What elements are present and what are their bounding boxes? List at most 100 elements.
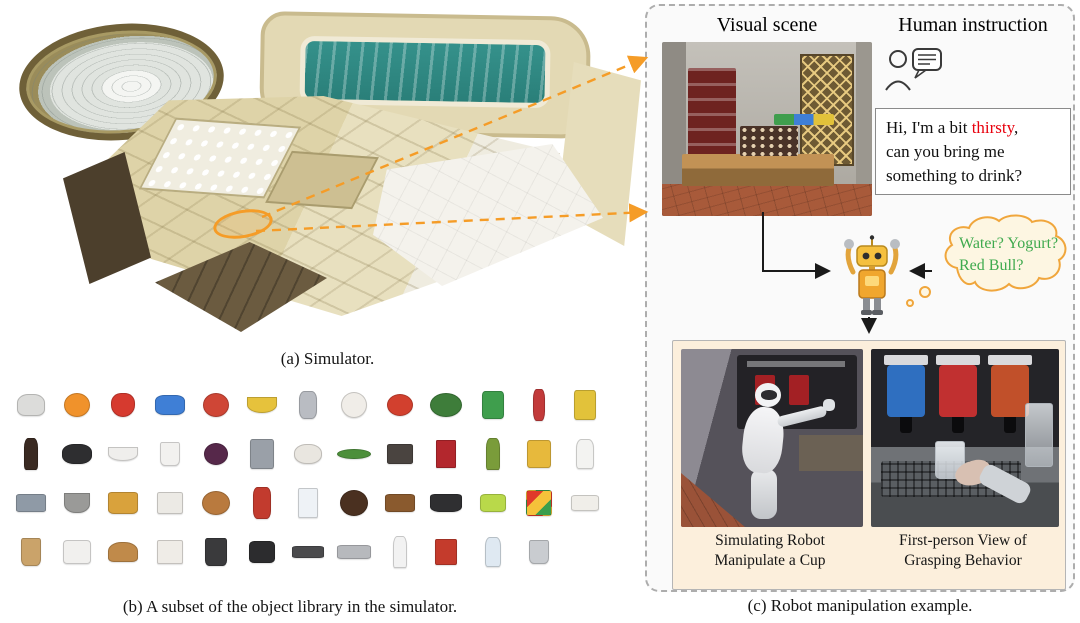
instruction-box: Hi, I'm a bit thirsty, can you bring me …: [875, 108, 1071, 196]
simulator-pool: [299, 35, 551, 109]
thought-text: Water? Yogurt? Red Bull?: [935, 212, 1073, 298]
object-item: [246, 396, 277, 413]
object-item: [108, 446, 139, 461]
scene-tile-floor: [662, 184, 872, 216]
object-item: [525, 489, 552, 516]
object-item: [532, 388, 545, 421]
nozzle-1: [900, 417, 912, 433]
object-item: [436, 439, 457, 468]
robot-manipulation-panel: Visual scene Human instruction Hi, I'm a…: [645, 4, 1075, 592]
nozzle-3: [1004, 417, 1016, 433]
thought-trail-bubble-large: [919, 286, 931, 298]
manipulation-examples-panel: Simulating Robot Manipulate a Cup First-…: [672, 340, 1066, 590]
robot-legs: [751, 469, 777, 519]
dispenser-cap-2: [936, 355, 980, 365]
robot-head: [755, 383, 781, 407]
dispenser-red: [939, 365, 977, 417]
thought-bubble: Water? Yogurt? Red Bull?: [935, 212, 1073, 298]
object-item: [204, 537, 227, 566]
object-item: [435, 538, 458, 565]
caption-b: (b) A subset of the object library in th…: [122, 597, 458, 616]
scene-right-wall: [856, 42, 872, 216]
object-item: [430, 392, 463, 417]
golden-lattice-screen: [800, 54, 854, 166]
caption-a: (a) Simulator.: [280, 349, 375, 368]
left-caption-line1: Simulating Robot: [715, 532, 825, 549]
drink-boxes: [774, 114, 834, 125]
object-item: [297, 487, 318, 518]
bottle-rack: [740, 126, 798, 156]
instruction-line2: can you bring me: [886, 141, 1005, 161]
object-item: [570, 494, 599, 511]
object-item: [21, 537, 42, 566]
object-item: [111, 392, 136, 417]
drink-dispenser-machine: [688, 68, 736, 158]
object-item: [202, 392, 229, 417]
object-item: [108, 491, 139, 514]
object-item: [156, 491, 183, 514]
robot-cup-image: [681, 349, 863, 527]
robot-hand: [823, 399, 835, 411]
object-item: [249, 438, 274, 469]
object-item: [62, 443, 93, 464]
object-item: [203, 442, 228, 465]
object-item: [201, 490, 230, 515]
object-item: [387, 393, 414, 416]
right-caption-line2: Grasping Behavior: [904, 552, 1022, 570]
object-item: [17, 393, 46, 416]
dispenser-cap-1: [884, 355, 928, 365]
simulator-render: [5, 4, 645, 348]
object-item: [387, 443, 414, 464]
object-item: [393, 535, 408, 568]
object-item: [481, 390, 504, 419]
instruction-highlight: thirsty: [971, 118, 1015, 137]
object-item: [573, 389, 596, 420]
object-item: [526, 439, 551, 468]
right-image-caption: First-person View of Grasping Behavior: [863, 531, 1063, 571]
grasp-view-image: [871, 349, 1059, 527]
thought-line1: Water? Yogurt?: [959, 235, 1059, 253]
object-item: [252, 486, 271, 519]
object-item: [337, 544, 372, 559]
instruction-line1-suffix: ,: [1014, 118, 1019, 137]
object-item: [108, 541, 139, 562]
object-item: [159, 441, 180, 466]
cup-stack: [1025, 403, 1053, 467]
object-item: [64, 392, 91, 417]
object-item: [430, 493, 463, 512]
thought-cloud-shape: [944, 214, 1067, 292]
object-item: [64, 492, 91, 513]
object-item: [485, 437, 500, 470]
object-item: [298, 390, 317, 419]
object-item: [156, 539, 183, 564]
wooden-counter: [682, 154, 834, 186]
person-speech-icon: [885, 48, 942, 91]
object-item: [293, 443, 322, 464]
left-image-caption: Simulating Robot Manipulate a Cup: [675, 531, 865, 571]
dispenser-cap-3: [988, 355, 1032, 365]
object-item: [63, 539, 92, 564]
object-item: [479, 493, 506, 512]
thought-trail-bubble-small: [906, 299, 914, 307]
object-item: [341, 391, 368, 418]
visual-scene-image: [662, 42, 872, 216]
object-item: [248, 540, 275, 563]
dispenser-orange: [991, 365, 1029, 417]
drink-logo-right: [789, 375, 809, 405]
object-item: [575, 438, 594, 469]
instruction-line3: something to drink?: [886, 165, 1022, 185]
object-item: [24, 437, 39, 470]
machine-counter: [799, 435, 863, 471]
object-item: [528, 539, 549, 564]
object-item: [154, 394, 185, 415]
object-library-grid: [8, 380, 608, 576]
robot-visor: [761, 390, 777, 400]
dispenser-blue: [887, 365, 925, 417]
nozzle-2: [952, 417, 964, 433]
caption-c: (c) Robot manipulation example.: [747, 596, 973, 615]
machine-menu-strip: [747, 361, 845, 367]
human-instruction-label: Human instruction: [898, 14, 1048, 36]
object-item: [484, 536, 501, 567]
robot-icon: [844, 235, 900, 315]
